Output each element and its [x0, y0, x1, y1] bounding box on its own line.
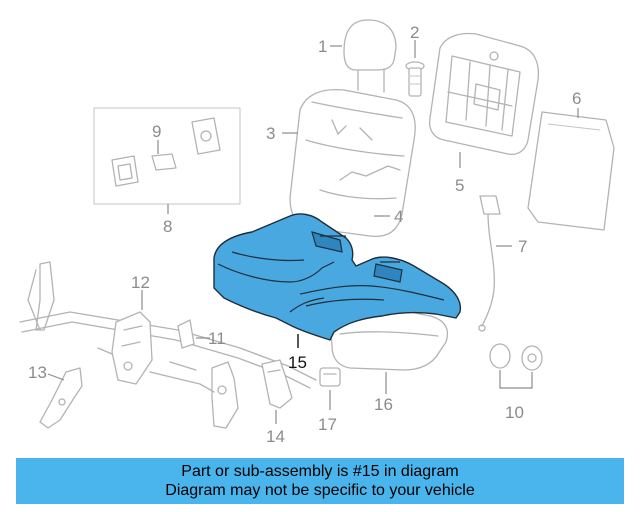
- callout-4: 4: [394, 207, 403, 226]
- callout-8: 8: [163, 217, 172, 236]
- callout-2: 2: [410, 23, 419, 42]
- parts-diagram: 1 2 3 4 5 6 7 8 9 10 11 12 13 14 15 16 1…: [19, 19, 615, 446]
- banner-line-2: Diagram may not be specific to your vehi…: [165, 482, 475, 499]
- banner-line-1: Part or sub-assembly is #15 in diagram: [181, 463, 459, 480]
- callout-3: 3: [266, 124, 275, 143]
- callout-labels: 1 2 3 4 5 6 7 8 9 10 11 12 13 14 15 16 1…: [28, 23, 581, 446]
- callout-6: 6: [572, 89, 581, 108]
- info-banner: Part or sub-assembly is #15 in diagram D…: [16, 458, 624, 504]
- callout-7: 7: [518, 237, 527, 256]
- callout-5: 5: [455, 176, 464, 195]
- seatback-frame[interactable]: [428, 32, 540, 156]
- side-bracket[interactable]: [39, 367, 83, 429]
- callout-9: 9: [152, 122, 161, 141]
- clip[interactable]: [177, 319, 195, 349]
- callout-1: 1: [318, 37, 327, 56]
- callout-11: 11: [208, 329, 226, 348]
- inset-box: [93, 107, 241, 205]
- cushion-cover-highlighted[interactable]: [213, 213, 462, 341]
- caps[interactable]: [489, 343, 543, 371]
- seat-frame[interactable]: [19, 261, 317, 429]
- knob[interactable]: [319, 367, 341, 387]
- headrest-guide[interactable]: [405, 61, 425, 97]
- callout-13: 13: [28, 363, 47, 382]
- headrest[interactable]: [343, 19, 397, 93]
- wire-harness[interactable]: [478, 195, 501, 332]
- seatback-panel[interactable]: [527, 111, 615, 231]
- callout-10: 10: [505, 403, 524, 422]
- leader-lines: [47, 40, 579, 424]
- callout-12: 12: [131, 273, 150, 292]
- trim-cover[interactable]: [261, 359, 293, 409]
- callout-14: 14: [266, 427, 285, 446]
- callout-17: 17: [318, 415, 337, 434]
- callout-15: 15: [288, 353, 307, 372]
- callout-16: 16: [374, 395, 393, 414]
